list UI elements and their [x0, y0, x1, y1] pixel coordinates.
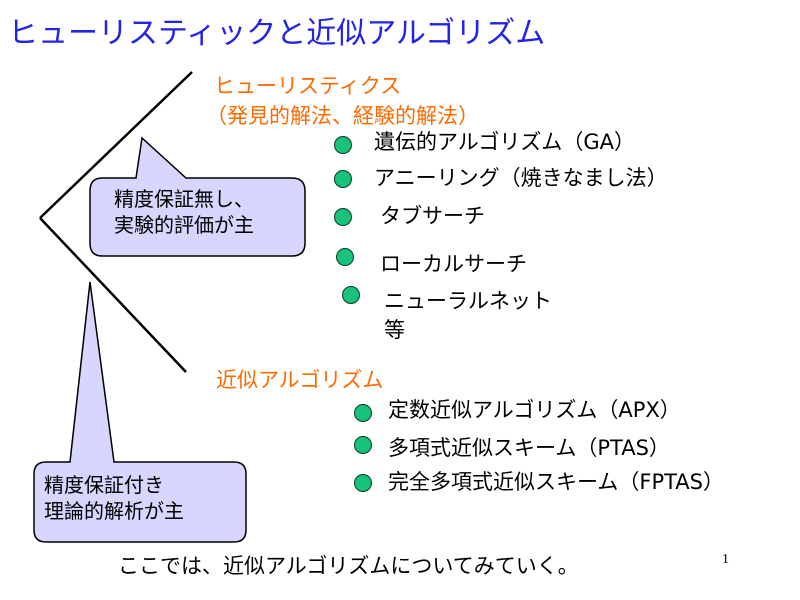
footer-text: ここでは、近似アルゴリズムについてみていく。 — [118, 554, 579, 578]
slide-title: ヒューリスティックと近似アルゴリズム — [8, 16, 546, 51]
approx-callout-bubble — [33, 281, 247, 543]
bullet-dot-icon — [334, 208, 352, 226]
heuristic-item-tabu: タブサーチ — [380, 204, 485, 228]
lower-branch-line — [39, 217, 187, 373]
bullet-dot-icon — [354, 436, 372, 454]
approx-callout-line2: 理論的解析が主 — [44, 499, 184, 523]
approximation-heading: 近似アルゴリズム — [216, 368, 384, 392]
approx-callout-line1: 精度保証付き — [44, 473, 164, 497]
bullet-dot-icon — [336, 248, 354, 266]
approx-item-ptas: 多項式近似スキーム（PTAS） — [388, 436, 670, 460]
heuristic-item-neural: ニューラルネット — [384, 289, 552, 313]
bullet-dot-icon — [342, 286, 360, 304]
heuristic-item-local: ローカルサーチ — [380, 252, 527, 276]
heuristic-callout-bubble — [89, 136, 306, 257]
bullet-dot-icon — [334, 170, 352, 188]
approx-item-apx: 定数近似アルゴリズム（APX） — [388, 398, 681, 422]
approx-item-fptas: 完全多項式近似スキーム（FPTAS） — [388, 470, 725, 494]
bullet-dot-icon — [354, 474, 372, 492]
heuristic-callout-line2: 実験的評価が主 — [114, 213, 254, 237]
heuristic-item-etc: 等 — [384, 318, 405, 342]
bullet-dot-icon — [334, 136, 352, 154]
bullet-dot-icon — [354, 404, 372, 422]
heuristic-callout-text: 精度保証無し、 実験的評価が主 — [114, 186, 254, 238]
page-number: 1 — [722, 552, 729, 567]
approx-callout-text: 精度保証付き 理論的解析が主 — [44, 472, 184, 524]
heuristic-callout-line1: 精度保証無し、 — [114, 187, 254, 211]
heuristics-subheading: （発見的解法、経験的解法） — [206, 104, 479, 128]
heuristic-item-annealing: アニーリング（焼きなまし法） — [374, 166, 668, 190]
heuristics-heading: ヒューリスティクス — [214, 74, 402, 98]
heuristic-item-ga: 遺伝的アルゴリズム（GA） — [374, 130, 636, 154]
upper-branch-line — [39, 71, 193, 219]
